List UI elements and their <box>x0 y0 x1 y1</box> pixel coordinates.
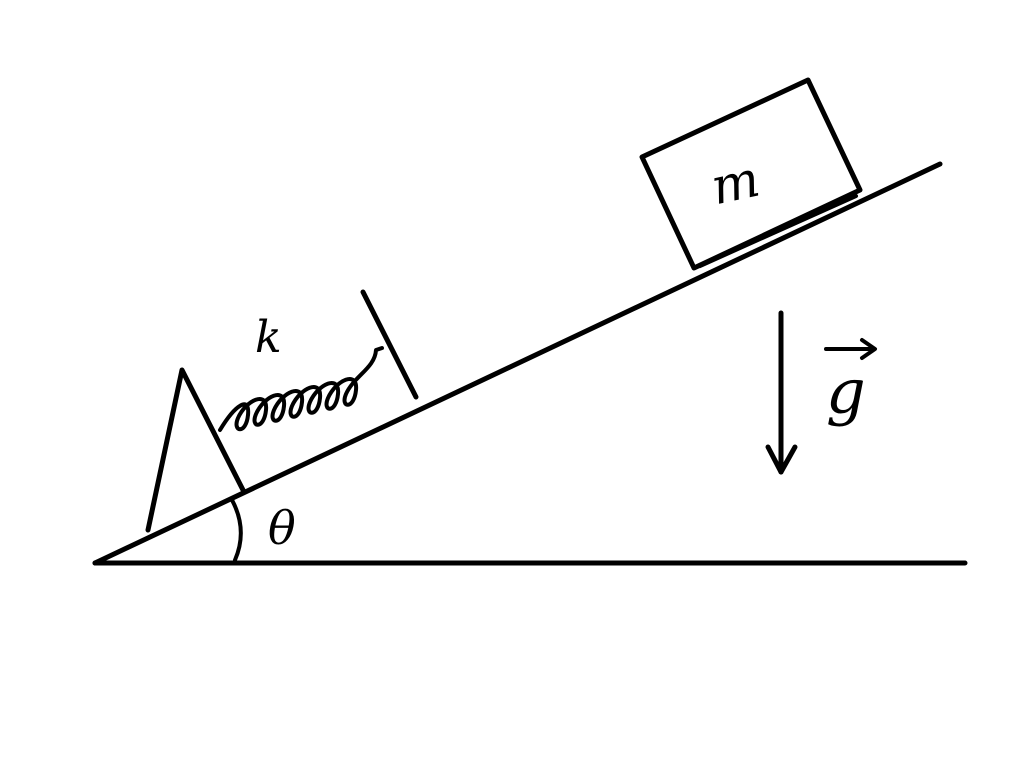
mass-block <box>639 77 863 271</box>
vector-arrow-head <box>860 338 877 360</box>
gravity-arrow-head <box>765 444 798 475</box>
spring-label: k <box>255 312 282 363</box>
wall-support <box>145 367 246 533</box>
spring-end-plate <box>360 289 419 400</box>
gravity-label: g <box>826 355 866 428</box>
spring <box>218 346 384 432</box>
incline-surface <box>92 161 943 566</box>
angle-arc <box>230 498 243 562</box>
mass-label: m <box>706 150 764 217</box>
block-contact-line <box>698 194 858 268</box>
angle-label: θ <box>268 501 296 555</box>
